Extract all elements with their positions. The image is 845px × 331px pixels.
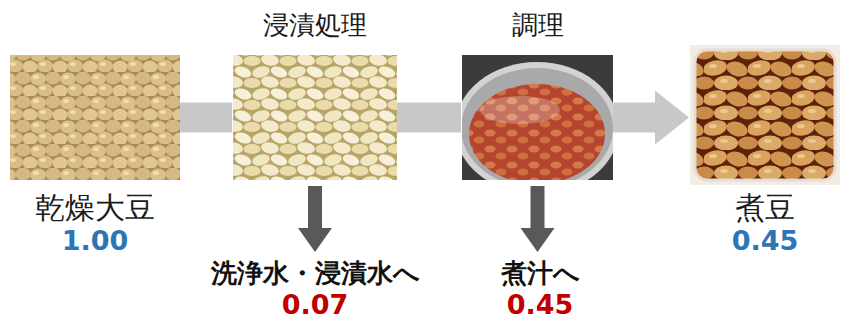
process-heading: 調理 (512, 10, 564, 41)
arrowhead (655, 91, 689, 145)
dry-soybean-photo (10, 55, 180, 180)
ratio-value: 0.07 (282, 289, 349, 321)
photo-box: 乾燥大豆1.00 (10, 55, 180, 180)
output-box: 洗浄水・浸漬水へ0.07 (175, 258, 455, 321)
ratio-value: 1.00 (62, 225, 129, 257)
photo-box: 浸漬処理 (233, 55, 397, 180)
photo-box: 調理 (462, 55, 613, 180)
output-arrow (531, 186, 545, 229)
arrowhead (298, 228, 332, 252)
output-box: 煮汁へ0.45 (460, 258, 620, 321)
flow-band (397, 103, 461, 133)
output-label: 洗浄水・浸漬水へ (211, 258, 420, 289)
ratio-value: 0.45 (732, 225, 799, 257)
output-arrow (308, 186, 322, 229)
output-label: 煮汁へ (501, 258, 580, 289)
cooking-pot-photo (462, 55, 613, 180)
arrowhead (521, 228, 555, 252)
flow-band (613, 103, 656, 133)
cooked-bean-photo (690, 45, 840, 185)
photo-box: 煮豆0.45 (690, 45, 840, 185)
flow-band (180, 103, 232, 133)
soaked-soybean-photo (233, 55, 397, 180)
process-heading: 浸漬処理 (263, 10, 367, 41)
stage-label: 煮豆 (735, 190, 795, 225)
ratio-value: 0.45 (507, 289, 574, 321)
stage-label: 乾燥大豆 (35, 190, 155, 225)
